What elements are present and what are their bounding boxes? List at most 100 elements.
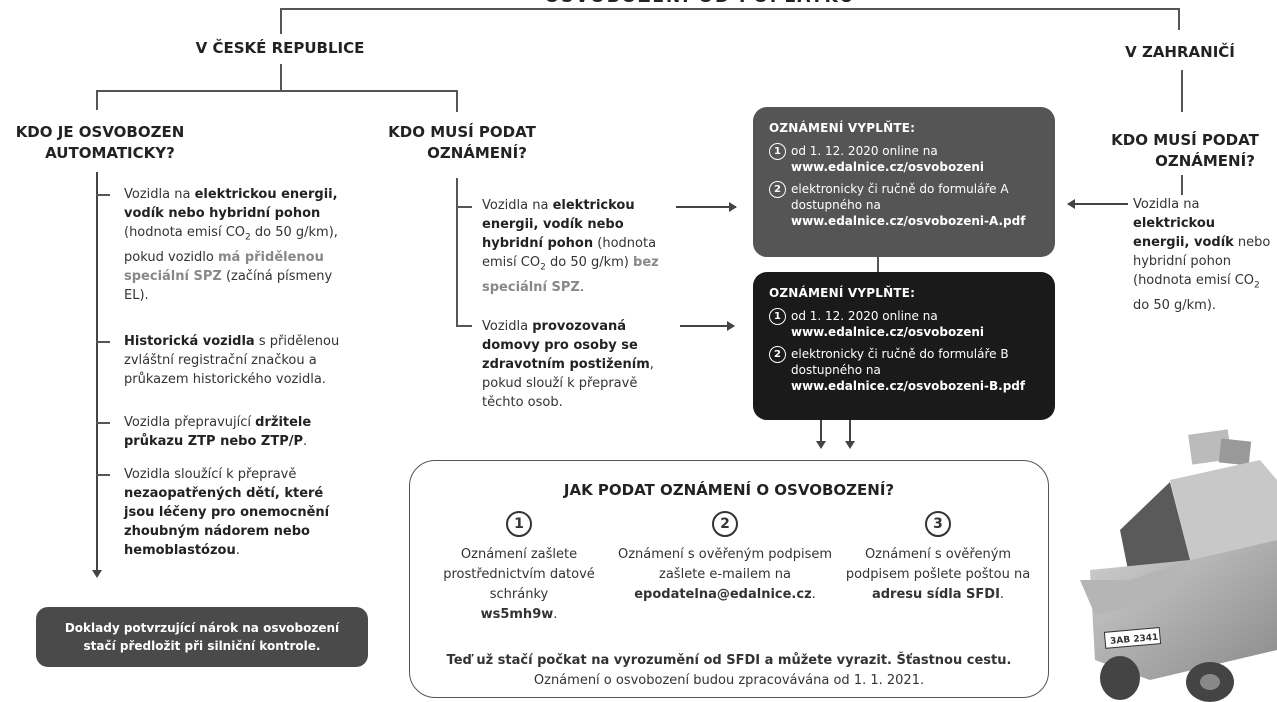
footer-text: Oznámení o osvobození budou zpracovávána… xyxy=(533,673,925,688)
must-notify-header: KDO MUSÍ PODAT OZNÁMENÍ? xyxy=(372,122,552,164)
item-text: . xyxy=(303,434,308,449)
step-text: Oznámení s ověřeným podpisem zašlete e-m… xyxy=(618,547,832,582)
form-b-option-2: 2 elektronicky či ručně do formuláře B d… xyxy=(769,346,1039,394)
documents-note-text: Doklady potvrzující nárok na osvobození … xyxy=(64,621,340,653)
connector xyxy=(96,90,98,110)
item-bold: Historická vozidla xyxy=(124,334,255,349)
how-step-3: 3 Oznámení s ověřeným podpisem pošlete p… xyxy=(840,511,1036,605)
arrow-down xyxy=(846,420,854,449)
how-footer: Teď už stačí počkat na vyrozumění od SFD… xyxy=(410,651,1048,691)
must-notify-item: Vozidla provozovaná domovy pro osoby se … xyxy=(482,317,678,412)
must-notify-line xyxy=(456,178,458,326)
item-bold: nezaopatřených dětí, které jsou léčeny p… xyxy=(124,486,330,558)
step-text: Oznámení zašlete prostřednictvím datové … xyxy=(443,547,595,602)
auto-exempt-item: Vozidla sloužící k přepravě nezaopatřený… xyxy=(124,465,356,560)
tick xyxy=(96,422,110,424)
item-text: Vozidla sloužící k přepravě xyxy=(124,467,297,482)
item-text: do 50 g/km). xyxy=(1133,297,1217,313)
item-text: (hodnota emisí CO xyxy=(482,236,657,270)
how-to-submit-box: JAK PODAT OZNÁMENÍ O OSVOBOZENÍ? 1 Oznám… xyxy=(409,460,1049,698)
item-text: Vozidla xyxy=(482,319,533,334)
number-badge: 1 xyxy=(769,143,786,160)
auto-exempt-line xyxy=(93,172,101,578)
auto-exempt-item: Vozidla na elektrickou energii, vodík ne… xyxy=(124,185,356,305)
tick xyxy=(456,325,472,327)
tick xyxy=(96,194,110,196)
how-title: JAK PODAT OZNÁMENÍ O OSVOBOZENÍ? xyxy=(563,481,895,499)
step-text: Oznámení s ověřeným podpisem pošlete poš… xyxy=(845,547,1031,582)
item-text: . xyxy=(235,543,240,558)
form-a-link-pdf[interactable]: www.edalnice.cz/osvobozeni-A.pdf xyxy=(791,214,1026,228)
auto-exempt-header: KDO JE OSVOBOZEN AUTOMATICKY? xyxy=(0,122,200,164)
step-text: . xyxy=(553,607,558,622)
item-text: s přidělenou zvláštní registrační značko… xyxy=(124,334,340,387)
tick xyxy=(456,206,472,208)
option-text: od 1. 12. 2020 online na xyxy=(791,144,938,158)
form-a-option-1: 1 od 1. 12. 2020 online na www.edalnice.c… xyxy=(769,143,1039,175)
form-b-box: OZNÁMENÍ VYPLŇTE: 1 od 1. 12. 2020 onlin… xyxy=(753,272,1055,420)
arrow-to-form-b xyxy=(680,322,735,330)
auto-exempt-item: Vozidla přepravující držitele průkazu ZT… xyxy=(124,413,356,451)
abroad-item: Vozidla na elektrickou energii, vodík ne… xyxy=(1133,195,1273,315)
item-highlight: má přidělenou speciální SPZ xyxy=(124,249,324,284)
item-sub: 2 xyxy=(245,232,251,243)
connector xyxy=(456,90,458,112)
form-b-link-online[interactable]: www.edalnice.cz/osvobozeni xyxy=(791,325,985,339)
data-box-id: ws5mh9w xyxy=(480,607,554,622)
abroad-must-notify-header: KDO MUSÍ PODAT OZNÁMENÍ? xyxy=(1100,130,1270,172)
item-bold: držitele průkazu ZTP nebo ZTP/P xyxy=(124,415,312,449)
item-sub: 2 xyxy=(540,262,546,273)
connector xyxy=(280,8,282,34)
form-b-option-1: 1 od 1. 12. 2020 online na www.edalnice.c… xyxy=(769,308,1039,340)
tick xyxy=(96,341,110,343)
form-b-link-pdf[interactable]: www.edalnice.cz/osvobozeni-B.pdf xyxy=(791,379,1026,393)
form-a-link-online[interactable]: www.edalnice.cz/osvobozeni xyxy=(791,160,985,174)
form-b-option-2-text: elektronicky či ručně do formuláře B dos… xyxy=(791,346,1039,394)
tick xyxy=(96,474,110,476)
item-text: Vozidla přepravující xyxy=(124,415,256,430)
step-text: . xyxy=(999,587,1005,602)
item-text: . xyxy=(579,279,584,295)
connector xyxy=(280,64,282,90)
item-text: Vozidla na xyxy=(1133,197,1200,212)
item-bold: elektrickou energii, vodík nebo hybridní… xyxy=(482,198,635,251)
item-text: nebo hybridní pohon (hodnota emisí CO xyxy=(1133,235,1271,288)
auto-exempt-item: Historická vozidla s přidělenou zvláštní… xyxy=(124,332,356,389)
footer-bold: Teď už stačí počkat na vyrozumění od SFD… xyxy=(446,653,1012,668)
step-number: 2 xyxy=(712,511,738,537)
form-b-option-1-text: od 1. 12. 2020 online na www.edalnice.cz/… xyxy=(791,308,984,340)
item-text: (hodnota emisí CO xyxy=(124,225,246,240)
must-notify-header-line: OZNÁMENÍ? xyxy=(427,144,527,162)
item-text: do 50 g/km), pokud vozidlo xyxy=(124,225,338,265)
top-title: OSVOBOZENÍ OD POPLATKU xyxy=(440,0,960,8)
item-text: , pokud slouží k přepravě těchto osob. xyxy=(482,357,654,410)
abroad-header: V ZAHRANIČÍ xyxy=(1125,43,1235,61)
email-link[interactable]: epodatelna@edalnice.cz xyxy=(634,587,812,602)
item-text: (začíná písmeny EL). xyxy=(124,268,333,303)
form-a-option-1-text: od 1. 12. 2020 online na www.edalnice.cz/… xyxy=(791,143,984,175)
item-bold: provozovaná domovy pro osoby se zdravotn… xyxy=(482,319,650,372)
form-a-box: OZNÁMENÍ VYPLŇTE: 1 od 1. 12. 2020 onlin… xyxy=(753,107,1055,257)
arrow-down xyxy=(817,420,825,449)
cz-header: V ČESKÉ REPUBLICE xyxy=(195,39,365,57)
item-text: Vozidla na xyxy=(482,198,553,213)
form-a-option-2: 2 elektronicky či ručně do formuláře A d… xyxy=(769,181,1039,229)
form-b-title: OZNÁMENÍ VYPLŇTE: xyxy=(769,286,916,300)
step-text: . xyxy=(811,587,816,602)
item-bold: elektrickou energii, vodík xyxy=(1133,216,1234,250)
option-text: od 1. 12. 2020 online na xyxy=(791,309,938,323)
number-badge: 1 xyxy=(769,308,786,325)
item-bold: elektrickou energii, vodík nebo hybridní… xyxy=(124,187,338,221)
connector xyxy=(1181,70,1183,112)
auto-exempt-header-line: AUTOMATICKY? xyxy=(45,144,175,162)
number-badge: 2 xyxy=(769,181,786,198)
how-step-2: 2 Oznámení s ověřeným podpisem zašlete e… xyxy=(615,511,835,605)
item-text: Vozidla na xyxy=(124,187,195,202)
form-a-title: OZNÁMENÍ VYPLŇTE: xyxy=(769,121,916,135)
option-text: elektronicky či ručně do formuláře B dos… xyxy=(791,347,1009,377)
item-highlight: bez speciální SPZ xyxy=(482,255,659,295)
arrow-abroad-to-form-a xyxy=(1067,200,1128,208)
item-sub: 2 xyxy=(1254,280,1260,291)
option-text: elektronicky či ručně do formuláře A dos… xyxy=(791,182,1009,212)
connector xyxy=(96,90,457,92)
